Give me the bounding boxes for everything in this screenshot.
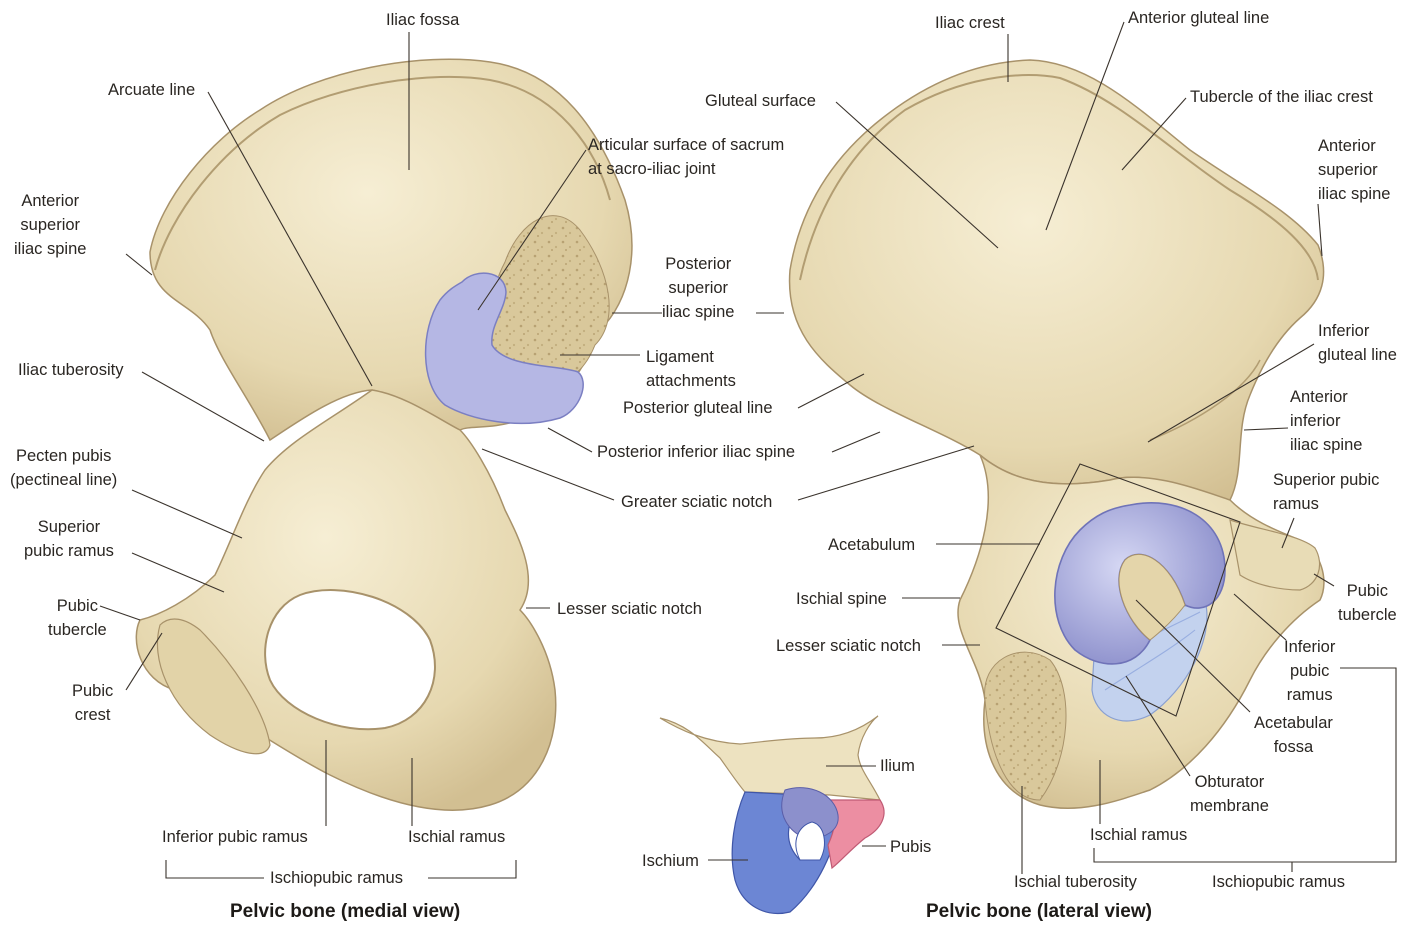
label-medial-inferior-pubic-ramus: Inferior pubic ramus — [162, 825, 308, 849]
label-medial-lesser-sciatic-notch: Lesser sciatic notch — [557, 597, 702, 621]
label-ischial-spine: Ischial spine — [796, 587, 887, 611]
label-pubic-crest: Pubic crest — [72, 679, 113, 727]
label-medial-psis: Posterior superior iliac spine — [662, 252, 734, 324]
label-aiis: Anterior inferior iliac spine — [1290, 385, 1362, 457]
label-lateral-ischial-ramus: Ischial ramus — [1090, 823, 1187, 847]
label-acetabulum: Acetabulum — [828, 533, 915, 557]
inset-bone-regions — [660, 716, 884, 913]
label-lateral-ischiopubic-ramus: Ischiopubic ramus — [1212, 870, 1345, 894]
label-medial-asis: Anterior superior iliac spine — [14, 189, 86, 261]
label-medial-superior-pubic-ramus: Superior pubic ramus — [24, 515, 114, 563]
lateral-view-bone — [790, 60, 1324, 808]
label-tubercle-iliac-crest: Tubercle of the iliac crest — [1190, 85, 1373, 109]
label-ischium: Ischium — [642, 849, 699, 873]
label-lateral-lesser-sciatic-notch: Lesser sciatic notch — [776, 634, 921, 658]
label-iliac-fossa: Iliac fossa — [386, 8, 459, 32]
inset-ilium — [660, 716, 880, 800]
label-medial-pubic-tubercle: Pubic tubercle — [48, 594, 107, 642]
label-ligament-attachments: Ligament attachments — [646, 345, 736, 393]
caption-medial-view: Pelvic bone (medial view) — [230, 901, 460, 923]
label-lateral-inferior-pubic-ramus: Inferior pubic ramus — [1284, 635, 1335, 707]
label-acetabular-fossa: Acetabular fossa — [1254, 711, 1333, 759]
label-inferior-gluteal-line: Inferior gluteal line — [1318, 319, 1397, 367]
label-posterior-gluteal-line: Posterior gluteal line — [623, 396, 773, 420]
label-posterior-inferior-iliac-spine: Posterior inferior iliac spine — [597, 440, 795, 464]
label-iliac-crest: Iliac crest — [935, 11, 1005, 35]
label-gluteal-surface: Gluteal surface — [705, 89, 816, 113]
label-arcuate-line: Arcuate line — [108, 78, 195, 102]
label-obturator-membrane: Obturator membrane — [1190, 770, 1269, 818]
label-anterior-gluteal-line: Anterior gluteal line — [1128, 6, 1269, 30]
label-pubis: Pubis — [890, 835, 931, 859]
label-ilium: Ilium — [880, 754, 915, 778]
label-lateral-asis: Anterior superior iliac spine — [1318, 134, 1390, 206]
label-ischial-tuberosity: Ischial tuberosity — [1014, 870, 1137, 894]
label-iliac-tuberosity: Iliac tuberosity — [18, 358, 123, 382]
label-lateral-pubic-tubercle: Pubic tubercle — [1338, 579, 1397, 627]
label-greater-sciatic-notch: Greater sciatic notch — [621, 490, 772, 514]
caption-lateral-view: Pelvic bone (lateral view) — [926, 901, 1152, 923]
label-medial-ischial-ramus: Ischial ramus — [408, 825, 505, 849]
lateral-ilium — [790, 60, 1324, 520]
label-articular-surface: Articular surface of sacrum at sacro-ili… — [588, 133, 784, 181]
label-lateral-superior-pubic-ramus: Superior pubic ramus — [1273, 468, 1379, 516]
medial-view-bone — [136, 59, 632, 810]
label-medial-ischiopubic-ramus: Ischiopubic ramus — [270, 866, 403, 890]
label-pecten-pubis: Pecten pubis (pectineal line) — [10, 444, 117, 492]
